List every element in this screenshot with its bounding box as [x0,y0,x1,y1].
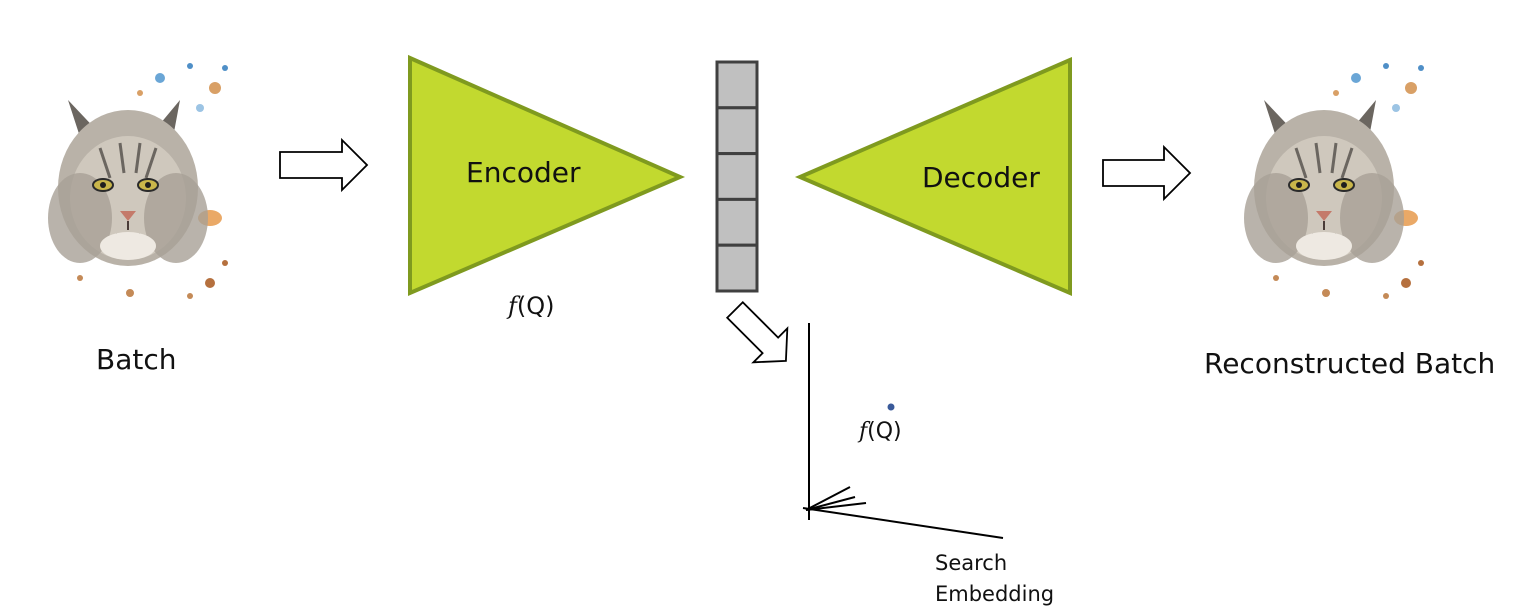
latent-cell [715,243,759,293]
latent-cell [715,106,759,156]
function-argument: (Q) [516,292,555,320]
function-argument: (Q) [867,419,902,444]
embedding-point-label: f(Q) [859,416,902,447]
embedding-space-axes [802,323,1004,539]
latent-cell [715,152,759,201]
latent-cell [715,60,759,110]
function-symbol: f [859,419,868,444]
decoder-block [794,56,1072,297]
embedding-point [887,403,895,411]
right-arrow-icon [1102,144,1192,202]
search-embedding-line-1: Search [935,551,1008,575]
encoder-function-label: f(Q) [508,292,555,320]
latent-cell [715,197,759,247]
encoder-block [408,54,686,297]
latent-vector [715,60,759,293]
diagonal-arrow-icon [725,300,789,364]
decoder-label: Decoder [922,161,1040,194]
search-embedding-line-2: Embedding [935,582,1055,606]
encoder-label: Encoder [466,156,581,189]
reconstructed-lynx-image [1244,63,1424,299]
function-symbol: f [508,292,517,320]
search-embedding-label: Search Embedding [935,548,1054,610]
input-lynx-image [48,63,228,299]
right-arrow-icon [279,137,369,193]
batch-label: Batch [96,343,177,376]
reconstructed-batch-label: Reconstructed Batch [1204,347,1496,380]
